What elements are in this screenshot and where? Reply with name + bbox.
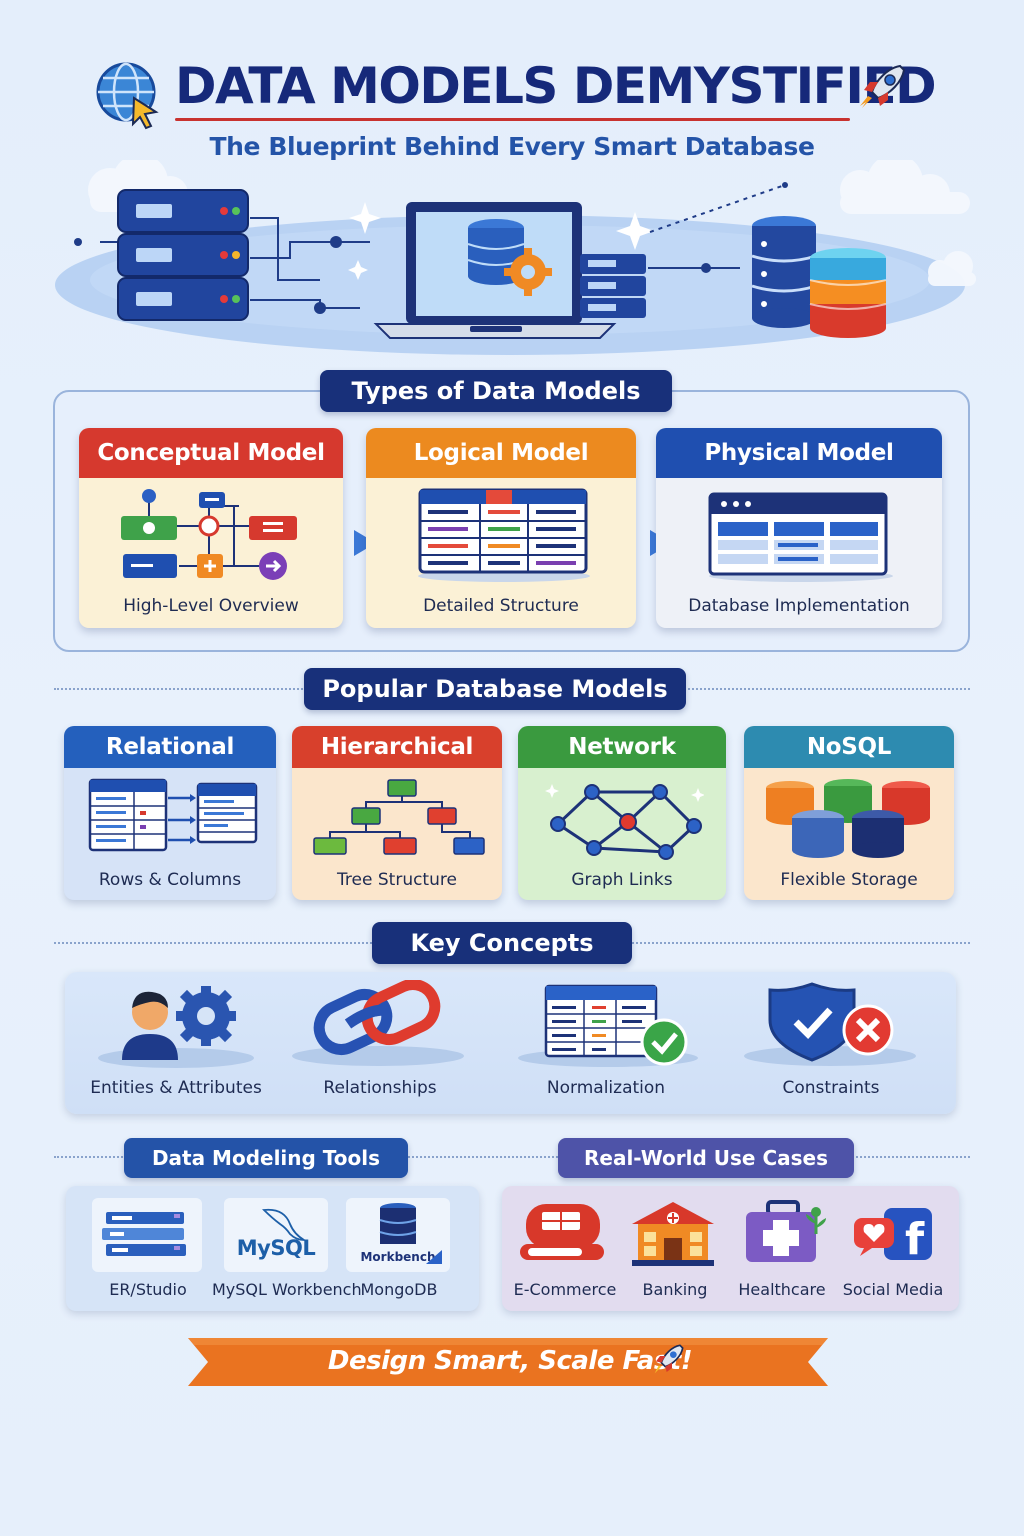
concept-label-normalization: Normalization [546,1078,666,1098]
network-caption: Graph Links [571,870,673,890]
svg-text:f: f [905,1214,925,1265]
divider [852,1156,970,1158]
chain-link-icon [288,979,468,1074]
concepts-heading: Key Concepts [372,922,632,964]
use-label-banking: Banking [642,1280,708,1299]
mysql-logo-text: MySQL [236,1236,316,1260]
divider [408,1156,558,1158]
person-gear-icon [96,980,256,1074]
physical-model-title: Physical Model [656,428,942,478]
physical-model-caption: Database Implementation [688,596,910,616]
database-cylinders-icon [764,774,934,868]
popular-heading: Popular Database Models [304,668,686,710]
nosql-title: NoSQL [744,726,954,768]
database-window-icon [706,492,896,588]
globe-cursor-icon [94,60,166,132]
use-label-ecommerce: E-Commerce [513,1280,617,1299]
rocket-icon [648,1340,688,1384]
page-title: DATA MODELS DEMYSTIFIED [175,57,937,115]
erstudio-logo-icon [92,1198,202,1272]
concept-label-entities: Entities & Attributes [90,1078,262,1098]
uses-heading: Real-World Use Cases [558,1138,854,1178]
nosql-card: NoSQL Flexible Storage [744,726,954,900]
shop-icon [518,1198,606,1274]
logical-model-caption: Detailed Structure [423,596,579,616]
logical-table-icon [416,488,592,588]
divider [54,688,306,690]
use-label-social: Social Media [842,1280,944,1299]
rocket-icon [852,58,912,118]
table-check-icon [512,982,702,1074]
physical-model-card: Physical Model Database Implementation [656,428,942,628]
hero-illustration [40,154,984,360]
divider [632,942,970,944]
hierarchical-caption: Tree Structure [337,870,457,890]
workbench-logo-text: Morkbench [360,1250,436,1264]
conceptual-model-card: Conceptual Model High-Level Overview [79,428,343,628]
hierarchical-title: Hierarchical [292,726,502,768]
workbench-logo-icon: Morkbench [346,1198,450,1272]
divider [54,942,372,944]
relational-card: Relational Rows & Columns [64,726,276,900]
network-title: Network [518,726,726,768]
divider [54,1156,126,1158]
banner-ribbon [188,1334,828,1394]
banner-text: Design Smart, Scale Fast! [327,1346,693,1376]
use-label-healthcare: Healthcare [738,1280,826,1299]
relational-title: Relational [64,726,276,768]
medical-kit-icon [740,1198,830,1274]
tools-heading: Data Modeling Tools [124,1138,408,1178]
hierarchical-card: Hierarchical Tree Structure [292,726,502,900]
divider [688,688,970,690]
social-icon: f [850,1198,940,1274]
concept-label-relationships: Relationships [323,1078,437,1098]
mysql-logo-icon: MySQL [224,1198,328,1272]
page-subtitle: The Blueprint Behind Every Smart Databas… [209,132,815,161]
bank-icon [628,1198,718,1274]
graph-links-icon [544,774,705,870]
logical-model-card: Logical Model Detailed Structure [366,428,636,628]
tool-label-mysql: MySQL Workbench [212,1280,362,1299]
arrow-right-icon [352,528,378,562]
conceptual-model-title: Conceptual Model [79,428,343,478]
tool-label-erstudio: ER/Studio [109,1280,187,1299]
conceptual-model-caption: High-Level Overview [123,596,299,616]
tree-structure-icon [310,776,486,864]
linked-tables-icon [88,778,264,858]
logical-model-title: Logical Model [366,428,636,478]
concept-diagram-icon [119,486,309,590]
shield-x-icon [740,980,920,1074]
types-heading: Types of Data Models [320,370,672,412]
relational-caption: Rows & Columns [98,870,242,890]
concept-label-constraints: Constraints [782,1078,880,1098]
network-card: Network Graph Links [518,726,726,900]
title-underline [175,118,850,121]
nosql-caption: Flexible Storage [780,870,918,890]
tool-label-mongodb: MongoDB [360,1280,438,1299]
